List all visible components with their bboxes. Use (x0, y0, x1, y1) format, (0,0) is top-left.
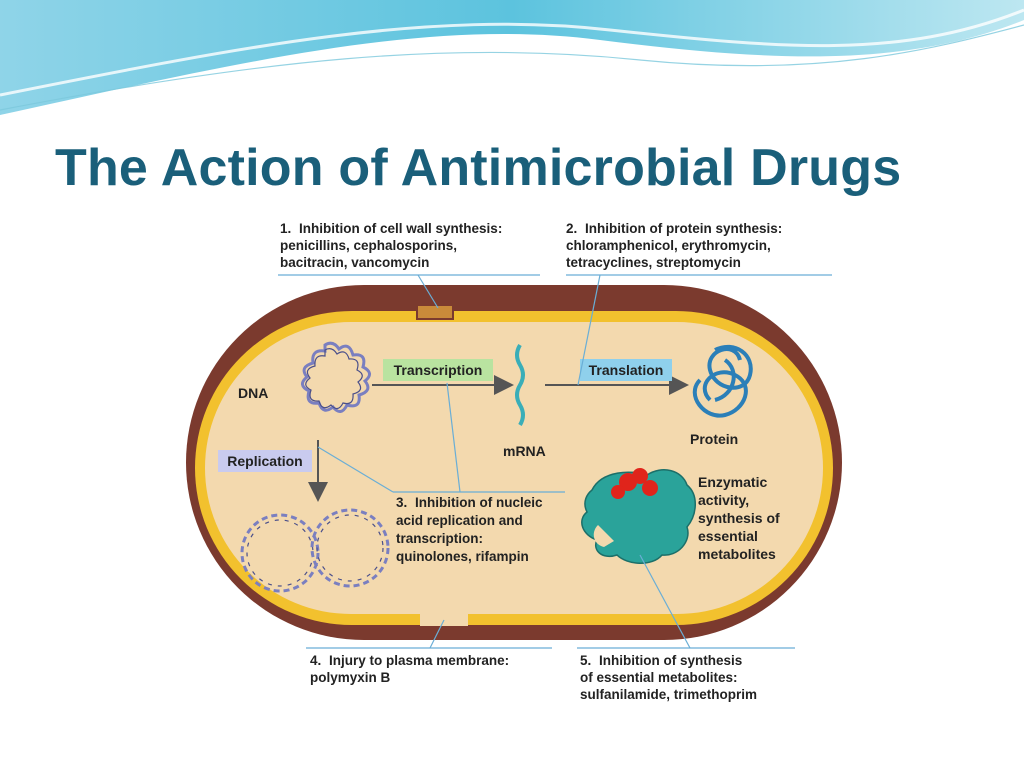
caption-line: Inhibition of protein synthesis: (585, 221, 782, 236)
caption-line: polymyxin B (310, 670, 391, 685)
enzyme-label-line: Enzymatic (698, 474, 767, 490)
caption-line: Inhibition of cell wall synthesis: (299, 221, 502, 236)
enzyme-label: Enzymatic activity, synthesis of essenti… (698, 474, 784, 562)
caption-line: acid replication and (396, 513, 523, 528)
caption-cell-wall: 1. Inhibition of cell wall synthesis: pe… (280, 221, 506, 270)
enzyme-label-line: essential (698, 528, 758, 544)
protein-coil (692, 344, 753, 418)
transcription-tag-label: Transcription (394, 362, 483, 378)
slide-title: The Action of Antimicrobial Drugs (55, 139, 902, 197)
caption-line: sulfanilamide, trimethoprim (580, 687, 757, 702)
caption-line: transcription: (396, 531, 483, 546)
dna-label: DNA (238, 385, 268, 401)
caption-line: Injury to plasma membrane: (329, 653, 509, 668)
enzyme-substrate (611, 468, 658, 499)
translation-tag (580, 359, 672, 381)
replicated-dna (240, 508, 390, 593)
header-wave-line (0, 24, 1024, 111)
caption-leader-lines (278, 274, 832, 649)
replication-tag (218, 450, 312, 472)
mrna-label: mRNA (503, 443, 546, 459)
caption-line: Inhibition of nucleic (415, 495, 543, 510)
caption-protein-synthesis: 2. Inhibition of protein synthesis: chlo… (566, 221, 786, 270)
transcription-tag (383, 359, 493, 381)
caption-line: Inhibition of synthesis (599, 653, 742, 668)
translation-tag-label: Translation (589, 362, 664, 378)
caption-number: 1. (280, 221, 291, 236)
membrane-injury-gap (420, 606, 468, 626)
caption-number: 4. (310, 653, 321, 668)
caption-line: chloramphenicol, erythromycin, (566, 238, 771, 253)
caption-number: 5. (580, 653, 591, 668)
header-wave (0, 0, 1024, 115)
caption-number: 2. (566, 221, 577, 236)
header-wave-highlight (0, 8, 1024, 97)
cell-wall-damage (416, 304, 454, 320)
dna-strand (301, 341, 371, 413)
mrna-strand (515, 343, 525, 427)
caption-line: bacitracin, vancomycin (280, 255, 429, 270)
enzyme-label-line: activity, (698, 492, 749, 508)
enzyme-label-line: metabolites (698, 546, 776, 562)
caption-number: 3. (396, 495, 407, 510)
protein-label: Protein (690, 431, 738, 447)
replication-tag-label: Replication (227, 453, 302, 469)
caption-line: tetracyclines, streptomycin (566, 255, 741, 270)
enzyme-label-line: synthesis of (698, 510, 780, 526)
caption-line: quinolones, rifampin (396, 549, 529, 564)
caption-line: of essential metabolites: (580, 670, 738, 685)
caption-essential-metabolites: 5. Inhibition of synthesis of essential … (580, 653, 757, 702)
caption-plasma-membrane: 4. Injury to plasma membrane: polymyxin … (310, 653, 513, 685)
caption-nucleic-acid: 3. Inhibition of nucleic acid replicatio… (396, 495, 546, 564)
caption-line: penicillins, cephalosporins, (280, 238, 457, 253)
